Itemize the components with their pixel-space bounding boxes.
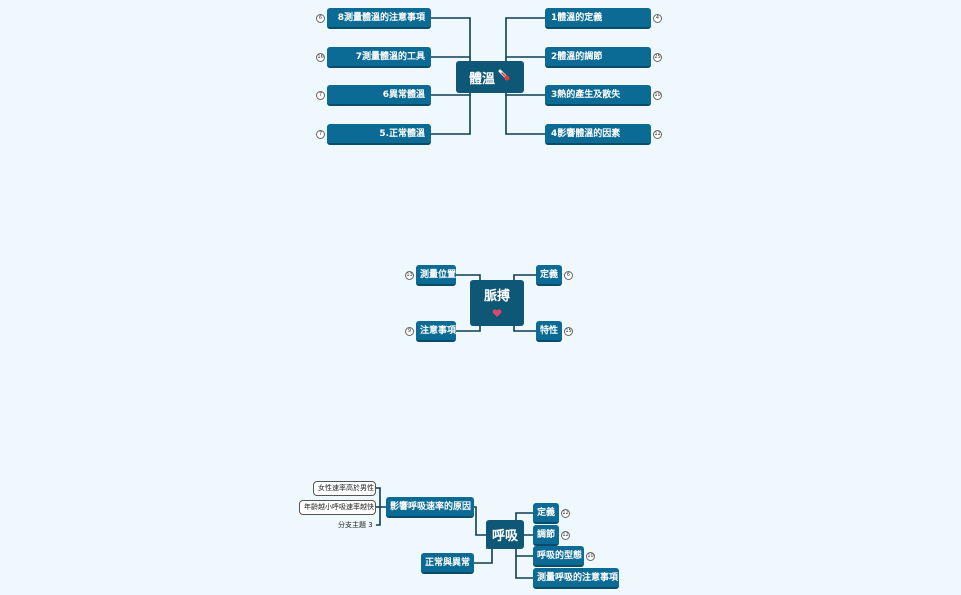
collapse-count-badge[interactable]: 12 [653,130,662,139]
central-topic-label: 呼吸 [491,529,518,544]
collapse-count-badge[interactable]: 6 [316,14,325,23]
topic-respiration-definition[interactable]: 定義 [533,503,559,524]
topic-normal-temperature[interactable]: 5.正常體溫 [327,124,431,145]
central-topic-label: 體溫 [468,71,495,87]
collapse-count-badge[interactable]: 25 [653,53,662,62]
subtopic-branch-3[interactable]: 分支主題 3 [338,521,373,529]
collapse-count-badge[interactable]: 12 [561,531,570,540]
topic-pulse-definition[interactable]: 定義 [536,265,562,286]
central-topic-body-temperature[interactable]: 體溫 [456,61,524,93]
topic-abnormal-temperature[interactable]: 6異常體溫 [327,85,431,106]
collapse-count-badge[interactable]: 10 [586,552,595,561]
collapse-count-badge[interactable]: 7 [316,91,325,100]
topic-pulse-characteristics[interactable]: 特性 [536,321,562,342]
topic-respiration-precautions[interactable]: 測量呼吸的注意事項 [533,568,619,589]
topic-measurement-tools[interactable]: 7測量體溫的工具 [327,47,431,68]
collapse-count-badge[interactable]: 13 [405,271,414,280]
collapse-count-badge[interactable]: 10 [653,91,662,100]
collapse-count-badge[interactable]: 12 [561,509,570,518]
topic-heat-production-loss[interactable]: 3熱的產生及散失 [545,85,651,106]
topic-temperature-regulation[interactable]: 2體溫的調節 [545,47,651,68]
topic-respiration-patterns[interactable]: 呼吸的型態 [533,546,584,567]
subtopic-younger-faster-rate[interactable]: 年齡越小呼吸速率越快 [299,500,376,515]
topic-temperature-definition[interactable]: 1體溫的定義 [545,8,651,29]
topic-respiration-regulation[interactable]: 調節 [533,525,559,546]
central-topic-respiration[interactable]: 呼吸 [486,520,524,549]
topic-pulse-precautions[interactable]: 注意事項 [416,321,456,342]
collapse-count-badge[interactable]: 6 [564,271,573,280]
topic-measurement-precautions[interactable]: 8測量體溫的注意事項 [327,8,431,29]
topic-normal-abnormal[interactable]: 正常與異常 [421,553,474,574]
central-topic-pulse[interactable]: 脈搏 [470,280,524,326]
thermometer-icon [497,68,511,86]
collapse-count-badge[interactable]: 7 [316,130,325,139]
collapse-count-badge[interactable]: 16 [316,53,325,62]
topic-respiration-rate-factors[interactable]: 影響呼吸速率的原因 [386,497,474,518]
central-topic-label: 脈搏 [483,288,510,304]
collapse-count-badge[interactable]: 9 [405,327,414,336]
topic-temperature-factors[interactable]: 4影響體溫的因素 [545,124,651,145]
collapse-count-badge[interactable]: 15 [564,327,573,336]
subtopic-female-rate-higher[interactable]: 女性速率高於男性 [313,481,376,496]
heart-icon [492,307,502,322]
collapse-count-badge[interactable]: 4 [653,14,662,23]
topic-pulse-measurement-site[interactable]: 測量位置 [416,265,456,286]
